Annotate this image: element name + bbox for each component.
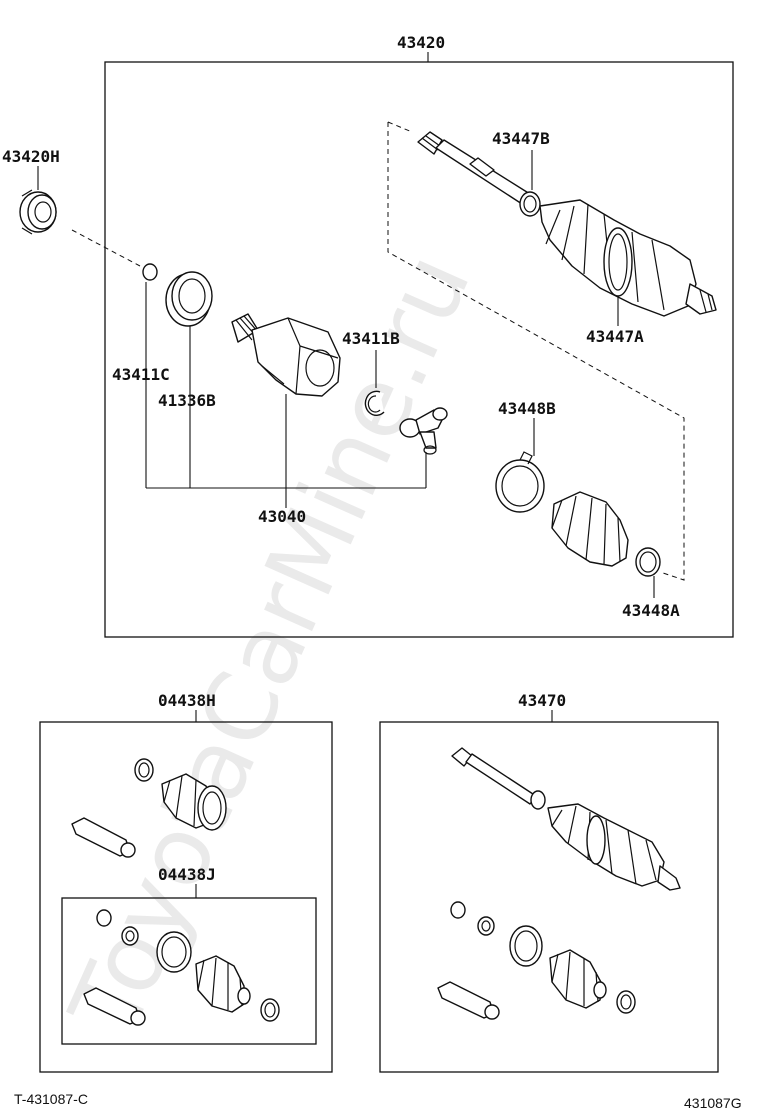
clamp-43447b[interactable]	[519, 191, 541, 217]
frame-43420: 43420	[104, 33, 734, 638]
label-43040: 43040	[258, 507, 306, 526]
kit-j-clamp-large[interactable]	[156, 931, 192, 973]
snap-ring-43411b[interactable]	[364, 390, 385, 417]
kit-h-grease-tube[interactable]	[71, 817, 136, 858]
label-04438j: 04438J	[158, 865, 216, 884]
tripod-spider[interactable]	[399, 407, 448, 455]
kit-43470-ring[interactable]	[477, 916, 495, 936]
seal-41336b[interactable]	[165, 271, 213, 327]
label-43470: 43470	[518, 691, 566, 710]
label-43448a: 43448A	[622, 601, 680, 620]
footer-left-code: T-431087-C	[14, 1091, 88, 1107]
kit-43470-grease-tube[interactable]	[437, 981, 500, 1020]
kit-43470-snap-ring[interactable]	[450, 901, 466, 919]
label-43447a: 43447A	[586, 327, 644, 346]
kit-43470-boot[interactable]	[549, 949, 607, 1009]
frame-04438j: 04438J	[61, 865, 317, 1045]
kit-j-grease-tube[interactable]	[83, 987, 146, 1026]
oil-seal-43420h[interactable]	[19, 189, 57, 235]
label-43420h: 43420H	[2, 147, 60, 166]
snap-ring-43411c[interactable]	[142, 263, 158, 281]
label-04438h: 04438H	[158, 691, 216, 710]
label-bracket-43040	[145, 282, 427, 508]
kit-43470-shaft[interactable]	[451, 747, 681, 891]
label-43420: 43420	[397, 33, 445, 52]
inboard-joint-43040[interactable]	[231, 313, 341, 397]
frame-43470: 43470	[379, 691, 719, 1073]
footer-right-code: 431087G	[684, 1095, 742, 1111]
label-43411b: 43411B	[342, 329, 400, 348]
kit-h-boot[interactable]	[161, 773, 227, 831]
clamp-43447a[interactable]	[603, 227, 633, 297]
kit-j-snap-ring[interactable]	[96, 909, 112, 927]
kit-j-ring[interactable]	[121, 926, 139, 946]
kit-43470-clamp-large[interactable]	[509, 925, 543, 967]
inboard-boot[interactable]	[551, 491, 629, 567]
kit-43470-clamp-small[interactable]	[616, 990, 636, 1014]
frame-04438h: 04438H	[39, 691, 333, 1073]
label-43447b: 43447B	[492, 129, 550, 148]
label-43448b: 43448B	[498, 399, 556, 418]
label-43411c: 43411C	[112, 365, 170, 384]
kit-j-boot[interactable]	[195, 955, 251, 1013]
clamp-43448a[interactable]	[635, 547, 661, 577]
kit-j-clamp-small[interactable]	[260, 998, 280, 1022]
kit-h-clamp-small[interactable]	[134, 758, 154, 782]
label-41336b: 41336B	[158, 391, 216, 410]
clamp-43448b[interactable]	[495, 451, 545, 513]
